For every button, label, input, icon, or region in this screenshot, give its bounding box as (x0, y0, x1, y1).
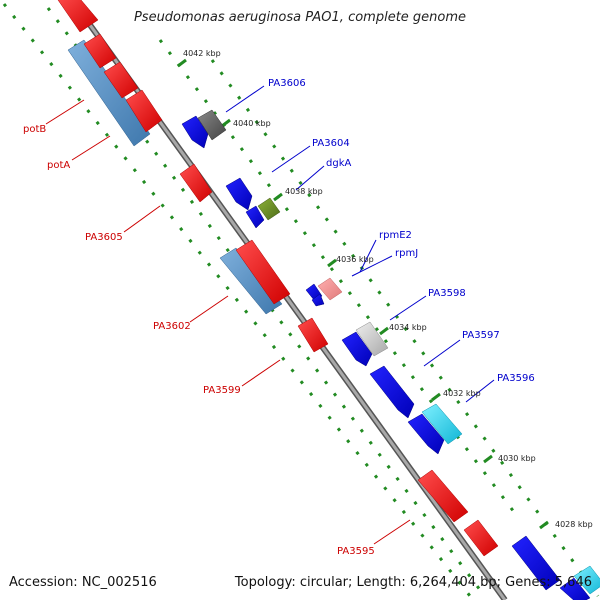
leader-lines (45, 85, 495, 545)
gene-red (417, 469, 469, 523)
gene-label-PA3605: PA3605 (85, 232, 123, 243)
tick-dots-left-outer (2, 3, 472, 597)
gene-red (235, 239, 291, 305)
genes-left (57, 0, 499, 557)
genes-right (181, 109, 600, 600)
gene-label-rpmE2: rpmE2 (379, 230, 412, 241)
gene-blue (407, 413, 445, 455)
accession-text: Accession: NC_002516 (9, 575, 157, 590)
gene-label-potB: potB (23, 124, 46, 135)
figure-title: Pseudomonas aeruginosa PAO1, complete ge… (133, 10, 467, 25)
gene-steelblue-potB-region (67, 39, 151, 147)
major-ticks (177, 58, 549, 530)
gene-label-PA3599: PA3599 (203, 385, 241, 396)
kbp-label-4032: 4032 kbp (443, 389, 481, 398)
kbp-label-4042: 4042 kbp (183, 49, 221, 58)
gene-red (125, 89, 163, 133)
tick-dots-right-outer (210, 59, 600, 597)
gene-blue (245, 205, 265, 229)
gene-red (57, 0, 99, 33)
gene-label-PA3602: PA3602 (153, 321, 191, 332)
kbp-label-4038: 4038 kbp (285, 187, 323, 196)
gene-blue (181, 115, 209, 149)
kbp-label-4036: 4036 kbp (336, 255, 374, 264)
gene-cyan (573, 565, 600, 595)
gene-label-PA3596: PA3596 (497, 373, 535, 384)
gene-label-PA3597: PA3597 (462, 330, 500, 341)
gene-blue (559, 577, 591, 600)
gene-label-dgkA: dgkA (326, 158, 351, 169)
gene-steelblue (219, 247, 283, 315)
gene-red (83, 33, 117, 69)
gene-olive (257, 197, 281, 221)
gene-red (103, 61, 139, 99)
gene-label-PA3595: PA3595 (337, 546, 375, 557)
gene-red (179, 163, 213, 203)
gene-label-PA3604: PA3604 (312, 138, 350, 149)
gene-lightgray (355, 321, 389, 357)
gene-salmon (317, 277, 343, 301)
gene-red (463, 519, 499, 557)
kbp-label-4040: 4040 kbp (233, 119, 271, 128)
kbp-label-4030: 4030 kbp (498, 454, 536, 463)
kbp-label-4028: 4028 kbp (555, 520, 593, 529)
gene-red (297, 317, 329, 353)
gene-dimgray (197, 109, 227, 141)
gene-blue (341, 331, 373, 367)
gene-blue (511, 535, 561, 591)
tick-dots-right-inner (158, 39, 522, 521)
gene-label-PA3606: PA3606 (268, 78, 306, 89)
gene-blue (369, 365, 415, 419)
gene-blue (225, 177, 253, 211)
gene-label-potA: potA (47, 160, 70, 171)
topology-text: Topology: circular; Length: 6,264,404 bp… (234, 575, 592, 590)
gene-blue (311, 293, 325, 307)
gene-label-rpmJ: rpmJ (395, 248, 418, 259)
gene-cyan (421, 403, 463, 445)
genome-backbone-highlight (70, 0, 507, 600)
gene-label-PA3598: PA3598 (428, 288, 466, 299)
kbp-label-4034: 4034 kbp (389, 323, 427, 332)
